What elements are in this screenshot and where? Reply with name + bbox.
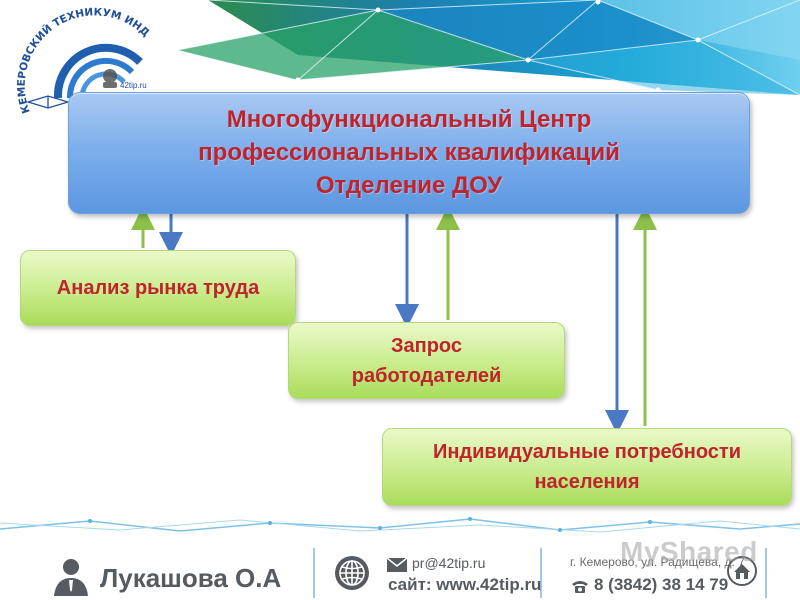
footer-separator: [0, 517, 800, 533]
watermark: MyShared: [620, 536, 758, 567]
phone-icon: [572, 581, 588, 593]
labor-market-box: Анализ рынка труда: [20, 250, 296, 326]
phone-number: 8 (3842) 38 14 79: [594, 575, 729, 594]
employers-request-box: Запрос работодателей: [288, 322, 565, 399]
labor-market-label: Анализ рынка труда: [56, 277, 260, 299]
main-title-line3: Отделение ДОУ: [315, 172, 503, 199]
logo-url: 42tip.ru: [120, 81, 147, 90]
main-center-title: Многофункциональный Центр профессиональн…: [69, 103, 749, 202]
home-icon[interactable]: [727, 556, 757, 586]
decorative-banner: [178, 0, 800, 96]
author-name: Лукашова О.А: [100, 563, 282, 593]
mail-icon: [387, 558, 407, 572]
website-link[interactable]: сайт: www.42tip.ru: [388, 575, 542, 594]
population-needs-box: Индивидуальные потребности населения: [382, 428, 792, 506]
main-title-line2: профессиональных квалификаций: [198, 139, 620, 166]
globe-icon: [335, 556, 369, 590]
email-link[interactable]: pr@42tip.ru: [412, 555, 486, 571]
technical-school-logo: КЕМЕРОВСКИЙ ТЕХНИКУМ ИНДУСТРИИ: [8, 2, 152, 115]
main-title-line1: Многофункциональный Центр: [226, 106, 592, 133]
address-text: г. Кемерово, ул. Радищева, д. 7: [570, 555, 745, 569]
footer-divider: [313, 548, 315, 598]
population-needs-label: Индивидуальные потребности населения: [432, 441, 742, 493]
footer-divider: [765, 548, 767, 598]
employers-request-label: Запрос работодателей: [351, 334, 502, 387]
person-icon: [54, 559, 88, 596]
footer-divider: [540, 548, 542, 598]
main-center-box: Многофункциональный Центр профессиональн…: [68, 92, 750, 214]
